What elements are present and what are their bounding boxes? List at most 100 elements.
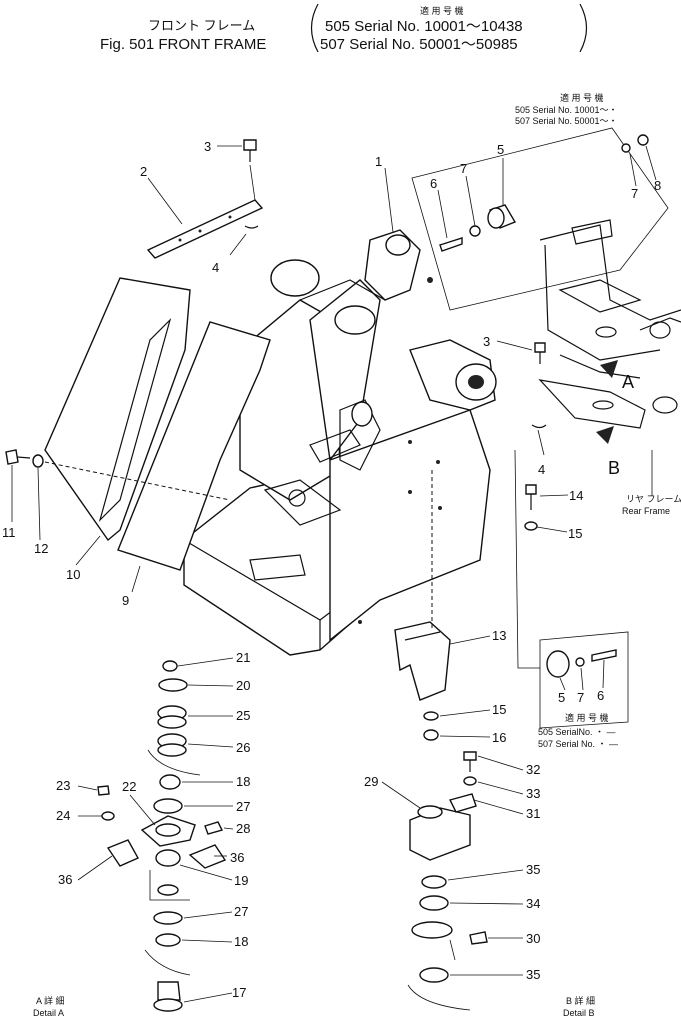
callout-33: 33 [526,786,540,801]
callout-11: 11 [2,525,16,540]
right-bracket [579,3,588,53]
detail-b-stack [407,751,488,1011]
detail-b-jp: B 詳 細 [566,995,595,1006]
callout-32: 32 [526,762,540,777]
callout-35: 35 [526,862,540,877]
callout-6-mid: 6 [597,688,604,703]
callout-14: 14 [569,488,583,503]
note-mid-right: 適 用 号 機 505 SerialNo. ・ — 507 Serial No.… [538,712,618,749]
callout-27: 27 [236,799,250,814]
callout-2: 2 [140,164,147,179]
front-frame-body [183,229,497,656]
plate-10 [44,277,191,542]
callout-28: 28 [236,821,250,836]
callout-25: 25 [236,708,250,723]
detail-a-caption: A 詳 細 Detail A [33,995,65,1018]
callout-18: 18 [236,774,250,789]
callout-3-top: 3 [204,139,211,154]
callout-26: 26 [236,740,250,755]
arrow-b-label: B [608,458,620,478]
callout-29: 29 [364,774,378,789]
callout-21: 21 [236,650,250,665]
note-mid-line-1: 505 SerialNo. ・ — [538,727,616,737]
callout-8: 8 [654,178,661,193]
bolt-3-right [534,342,546,364]
rear-frame-jp: リヤ フレーム [626,494,681,504]
plate-9 [117,321,271,571]
callout-30: 30 [526,931,540,946]
callout-numbers: 1 2 3 4 5 6 7 7 8 3 4 14 15 13 15 16 5 7… [2,139,661,1000]
detail-b-caption: B 詳 細 Detail B [563,995,595,1018]
guard-plates [44,277,271,571]
inset-parts-upper [439,134,649,252]
callout-1: 1 [375,154,382,169]
note-top-label: 適 用 号 機 [560,92,604,103]
callout-24: 24 [56,808,70,823]
callout-9: 9 [122,593,129,608]
note-mid-line-2: 507 Serial No. ・ — [538,739,618,749]
detail-a-en: Detail A [33,1008,64,1018]
callout-7-top: 7 [460,161,467,176]
bolt-14 [525,484,537,510]
note-top-line-1: 505 Serial No. 10001～・ [515,105,618,115]
callout-27-lower: 27 [234,904,248,919]
title-japanese: フロント フレーム [148,18,255,33]
bolt-3-top [243,139,257,162]
callout-5-mid: 5 [558,690,565,705]
inset-outline-mid [539,631,629,729]
rear-frame-sketch [538,219,681,429]
callout-31: 31 [526,806,540,821]
serial-range-507: 507 Serial No. 50001～50985 [320,36,518,53]
pin-4-right [531,424,547,429]
rear-frame-en: Rear Frame [622,506,670,516]
callout-16: 16 [492,730,506,745]
leader-lines [11,145,657,1003]
arrow-a-label: A [622,372,634,392]
detail-a-jp: A 詳 細 [36,995,65,1006]
callout-7-mid: 7 [577,690,584,705]
note-top-right: 適 用 号 機 505 Serial No. 10001～・ 507 Seria… [515,92,618,126]
washer-12 [32,454,44,468]
callout-12: 12 [34,541,48,556]
view-arrow-a [600,360,618,378]
figure-header: フロント フレーム Fig. 501 FRONT FRAME 適 用 号 機 5… [100,3,588,53]
pin-4-top [244,225,259,229]
callout-17: 17 [232,985,246,1000]
figure-title: Fig. 501 FRONT FRAME [100,36,266,53]
inset-outline-upper [411,127,669,311]
callout-36-left: 36 [58,872,72,887]
nut-16 [423,729,439,741]
bracket-13 [394,621,451,701]
leader-bolt-3 [249,164,256,201]
callout-19: 19 [234,873,248,888]
detail-b-en: Detail B [563,1008,595,1018]
callout-7-right: 7 [631,186,638,201]
callout-15: 15 [568,526,582,541]
callout-20: 20 [236,678,250,693]
callout-23: 23 [56,778,70,793]
note-top-line-2: 507 Serial No. 50001～・ [515,116,618,126]
callout-18-lower: 18 [234,934,248,949]
callout-22: 22 [122,779,136,794]
view-arrow-b [596,426,614,444]
callout-5-top: 5 [497,142,504,157]
inset-parts-mid [546,649,617,678]
callout-3-right: 3 [483,334,490,349]
callout-6-top: 6 [430,176,437,191]
callout-10: 10 [66,567,80,582]
washer-15 [524,521,538,531]
callout-36-right: 36 [230,850,244,865]
applicable-serial-label: 適 用 号 機 [420,5,464,16]
callout-35-lower: 35 [526,967,540,982]
leader-to-inset [514,449,540,669]
callout-34: 34 [526,896,540,911]
bolt-11 [5,449,31,465]
washer-15-lower [423,711,439,721]
callout-13: 13 [492,628,506,643]
callout-15-lower: 15 [492,702,506,717]
note-mid-label: 適 用 号 機 [565,712,609,723]
serial-range-505: 505 Serial No. 10001～10438 [325,18,523,35]
bar-2 [146,199,264,259]
callout-4-right: 4 [538,462,545,477]
